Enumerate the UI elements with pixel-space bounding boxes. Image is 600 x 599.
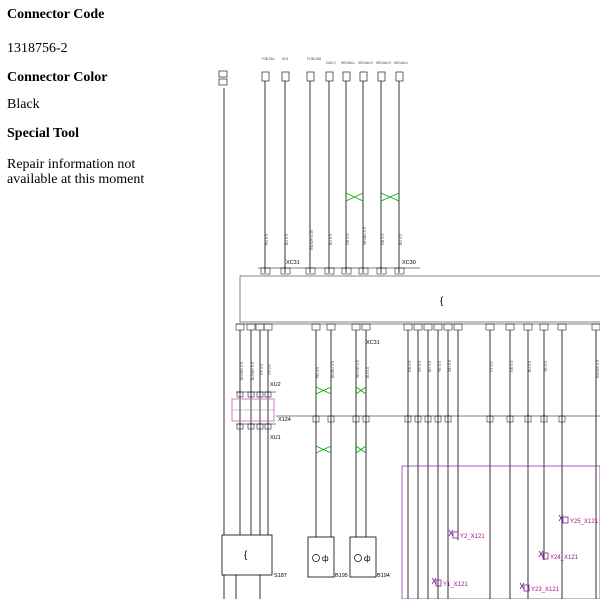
y2-x121-label: Y2_X121 (460, 534, 485, 540)
xu-inline-connector (231, 391, 276, 430)
main-module: { (239, 275, 600, 323)
svg-text:YE 0.5: YE 0.5 (544, 361, 548, 372)
lower-wire-labels: BN/WH 0.5 BU/WH 0.5 GY 0.5 VT 0.5 PN 0.5… (240, 360, 600, 380)
upper-wires (264, 81, 400, 273)
svg-text:VT 0.5: VT 0.5 (268, 364, 272, 375)
xu2-label: XU2 (270, 382, 281, 388)
connector-color-label: Connector Color (7, 70, 108, 85)
b195-label: B195 (335, 573, 348, 579)
valve-block-enclosure (401, 465, 600, 599)
b195-sensor: ф (307, 536, 335, 578)
fuse-label-7: HEDAM-L (394, 61, 409, 65)
svg-text:ф: ф (364, 554, 371, 563)
svg-text:BN/BU 0.5: BN/BU 0.5 (331, 361, 335, 378)
svg-text:YE 0.5: YE 0.5 (438, 361, 442, 372)
svg-text:PN 0.5: PN 0.5 (316, 367, 320, 378)
svg-text:BN 0.5: BN 0.5 (428, 361, 432, 372)
svg-text:WH/YE 0.5: WH/YE 0.5 (356, 360, 360, 378)
svg-text:BU 0.5: BU 0.5 (329, 234, 333, 245)
svg-text:PN 0.5: PN 0.5 (265, 234, 269, 245)
fuse-label-5: HEDAM-H (358, 61, 374, 65)
special-tool-value-line1: Repair information not (7, 157, 136, 172)
b194-label: B194 (377, 573, 390, 579)
main-module-symbol: { (440, 296, 444, 307)
special-tool-value-line2: available at this moment (7, 172, 145, 187)
svg-text:WH 0.5: WH 0.5 (448, 360, 452, 372)
svg-text:BN/WH 0.5: BN/WH 0.5 (240, 362, 244, 380)
svg-text:BU 0.5: BU 0.5 (366, 367, 370, 378)
svg-text:VT 0.5: VT 0.5 (490, 361, 494, 372)
lower-connector-pins (235, 323, 600, 331)
svg-text:GN 0.5: GN 0.5 (408, 361, 412, 372)
fuse-label-3: CAN C (326, 61, 337, 65)
svg-text:BU 0.5: BU 0.5 (399, 234, 403, 245)
svg-text:BU 0.5: BU 0.5 (285, 234, 289, 245)
xc30-top-label: XC30 (402, 260, 416, 266)
s187-symbol: { (244, 550, 248, 561)
upper-wire-labels: PN 0.5 BU 0.5 RD/WH 0.35 BU 0.5 GN 0.5 W… (265, 227, 403, 250)
svg-text:GN 0.5: GN 0.5 (381, 234, 385, 245)
fuse-label-1: SLS (282, 57, 288, 61)
lower-wires-right (407, 330, 597, 599)
x124-label: X124 (278, 417, 291, 423)
svg-text:GY 0.5: GY 0.5 (418, 361, 422, 372)
fuse-label-0: F3B 15A (262, 57, 275, 61)
left-feed-wire (218, 70, 228, 599)
svg-text:WH/BU 0.5: WH/BU 0.5 (363, 227, 367, 245)
fuse-label-6: HEDAM-H (376, 61, 392, 65)
y24-x121-label: Y24_X121 (550, 555, 579, 561)
y25-x121-label: Y25_X121 (570, 519, 599, 525)
fuse-label-4: HEDAM-L (341, 61, 356, 65)
xc31-top-label: XC31 (286, 260, 300, 266)
upper-connector-pins (258, 267, 420, 275)
special-tool-label: Special Tool (7, 126, 79, 141)
svg-text:BU/WH 0.5: BU/WH 0.5 (251, 362, 255, 380)
svg-text:RD/WH 0.35: RD/WH 0.35 (310, 230, 314, 250)
y1-x121-label: Y1_X121 (443, 582, 468, 588)
inline-connector-row (276, 415, 600, 423)
y23-x121-label: Y23_X121 (531, 587, 560, 593)
twisted-pair-markers-upper (345, 192, 400, 202)
lower-wires-middle (315, 330, 367, 537)
fuse-row (261, 71, 404, 82)
svg-text:GY 0.5: GY 0.5 (260, 364, 264, 375)
s187-label: S187 (274, 573, 287, 579)
fuse-labels: F3B 15A SLS F13B 15A CAN C HEDAM-L HEDAM… (262, 57, 409, 65)
lower-wires-left (239, 330, 269, 535)
xc31-right-label: XC31 (366, 340, 380, 346)
connector-code-value: 1318756-2 (7, 41, 68, 56)
solenoid-symbols (431, 514, 569, 592)
xu1-label: XU1 (270, 435, 281, 441)
svg-text:RD/WH 0.5: RD/WH 0.5 (596, 360, 600, 378)
twisted-pair-markers-lower (315, 386, 367, 454)
connector-code-label: Connector Code (7, 7, 105, 22)
svg-text:GN 0.5: GN 0.5 (510, 361, 514, 372)
s187-module: { (221, 534, 273, 599)
svg-text:BU 0.5: BU 0.5 (528, 361, 532, 372)
b194-sensor: ф (349, 536, 377, 578)
svg-text:ф: ф (322, 554, 329, 563)
svg-text:GN 0.5: GN 0.5 (346, 234, 350, 245)
connector-color-value: Black (7, 97, 40, 112)
fuse-label-2: F13B 15A (307, 57, 322, 61)
